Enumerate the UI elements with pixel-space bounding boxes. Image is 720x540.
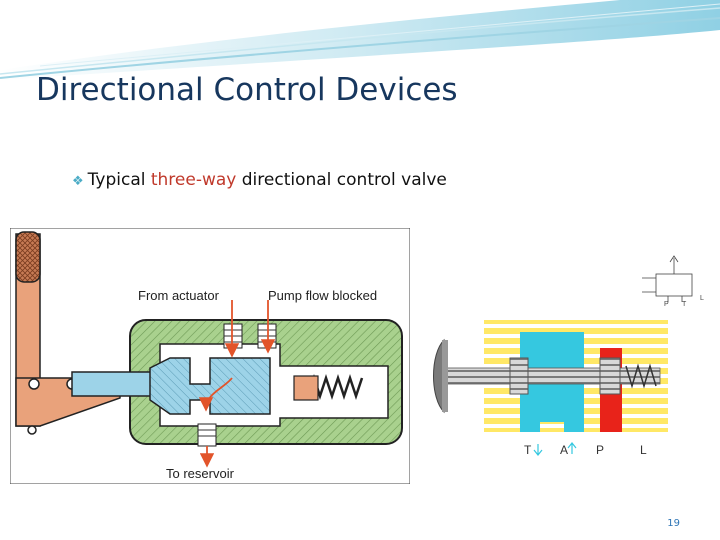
lever-grip — [15, 231, 41, 283]
bullet-highlight: three-way — [150, 170, 237, 190]
label-from-actuator: From actuator — [138, 288, 220, 303]
valve-cross-section-diagram: From actuator Pump flow blocked To reser… — [10, 228, 410, 484]
symbol-label-l: L — [700, 295, 704, 302]
port-label-l: L — [640, 443, 647, 457]
symbol-label-p: P — [664, 301, 669, 308]
port-label-p: P — [596, 443, 604, 457]
bullet-suffix: directional control valve — [236, 170, 447, 190]
valve-cutaway-diagram: P T L T A P L — [433, 255, 704, 457]
page-number: 19 — [667, 518, 680, 529]
bullet-item: ❖Typical three-way directional control v… — [72, 170, 447, 190]
label-pump-flow-blocked: Pump flow blocked — [268, 288, 377, 303]
port-reservoir — [197, 423, 217, 447]
symbol-label-t: T — [682, 301, 687, 308]
bullet-icon: ❖ — [72, 174, 84, 189]
valve-schematic-symbol — [642, 255, 693, 302]
header-swoosh-decoration — [0, 0, 720, 80]
port-label-t: T — [524, 443, 532, 457]
bullet-prefix: Typical — [87, 170, 151, 190]
cutaway-spring — [625, 363, 657, 389]
slide-title: Directional Control Devices — [36, 72, 458, 108]
port-label-a: A — [560, 443, 568, 457]
label-to-reservoir: To reservoir — [166, 466, 235, 481]
spool — [149, 357, 271, 415]
